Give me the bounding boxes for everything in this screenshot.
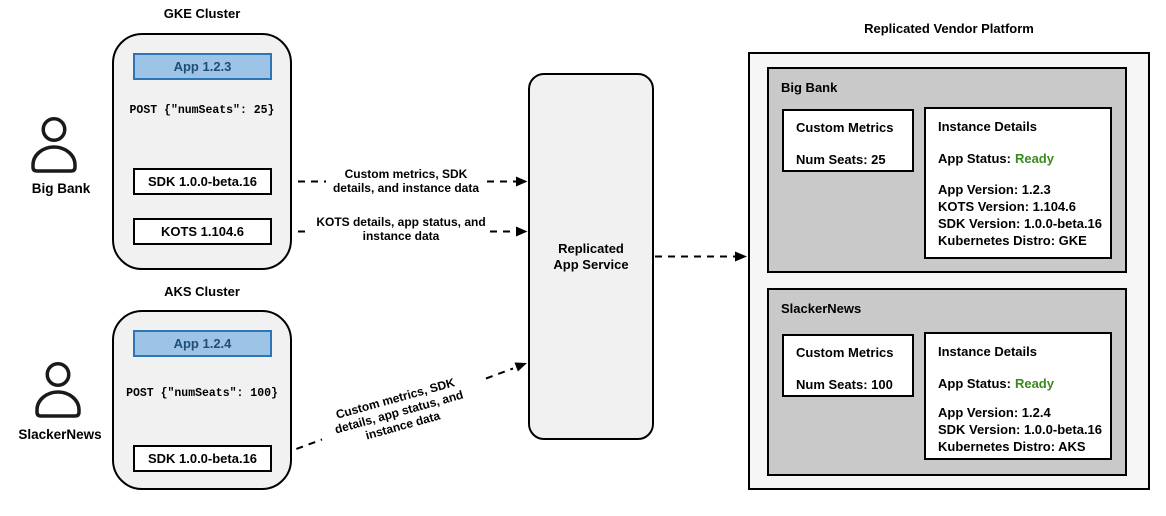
app-status-value: Ready <box>1014 376 1054 391</box>
slackernews-instance-details-card: Instance Details App Status:Ready App Ve… <box>924 332 1112 460</box>
tenant-name-big-bank: Big Bank <box>781 80 838 95</box>
custom-metrics-title: Custom Metrics <box>796 345 894 360</box>
gke-sdk-box: SDK 1.0.0-beta.16 <box>133 168 272 195</box>
flow2-label: KOTS details, app status, and instance d… <box>316 215 486 243</box>
big-bank-user-icon <box>28 117 80 173</box>
flow3-arrowhead <box>514 362 527 372</box>
instance-details-title: Instance Details <box>938 119 1037 134</box>
gke-post-request: POST {"numSeats": 25} <box>129 104 275 117</box>
field-kubernetes-distro: Kubernetes Distro: GKE <box>938 233 1087 248</box>
field-app-version: App Version: 1.2.3 <box>938 182 1051 197</box>
aks-post-request: POST {"numSeats": 100} <box>126 387 278 400</box>
instance-fields: App Version: 1.2.3 KOTS Version: 1.104.6… <box>938 181 1102 249</box>
tenant-name-slackernews: SlackerNews <box>781 301 862 316</box>
replicated-app-service-box: Replicated App Service <box>528 73 654 440</box>
app-status-line: App Status:Ready <box>938 376 1054 391</box>
flow1-arrowhead <box>516 176 528 187</box>
big-bank-instance-details-card: Instance Details App Status:Ready App Ve… <box>924 107 1112 259</box>
custom-metrics-title: Custom Metrics <box>796 120 894 135</box>
replicated-app-service-label: Replicated App Service <box>553 240 629 272</box>
field-kubernetes-distro: Kubernetes Distro: AKS <box>938 439 1086 454</box>
gke-app-box: App 1.2.3 <box>133 53 272 80</box>
app-status-label: App Status: <box>938 376 1011 391</box>
field-app-version: App Version: 1.2.4 <box>938 405 1051 420</box>
flow3-label: Custom metrics, SDK details, app status,… <box>333 375 465 443</box>
field-sdk-version: SDK Version: 1.0.0-beta.16 <box>938 216 1103 231</box>
slackernews-custom-metrics-card: Custom Metrics Num Seats: 100 <box>782 334 914 397</box>
tenant-panel-big-bank: Big Bank Custom Metrics Num Seats: 25 In… <box>767 67 1127 273</box>
app-status-value: Ready <box>1014 151 1054 166</box>
aks-cluster-title: AKS Cluster <box>164 284 240 299</box>
num-seats-value: Num Seats: 100 <box>796 377 893 392</box>
flow3-dash-right <box>485 367 514 380</box>
field-sdk-version: SDK Version: 1.0.0-beta.16 <box>938 422 1103 437</box>
field-kots-version: KOTS Version: 1.104.6 <box>938 199 1077 214</box>
slackernews-user-icon <box>32 362 84 418</box>
instance-details-title: Instance Details <box>938 344 1037 359</box>
instance-fields: App Version: 1.2.4 SDK Version: 1.0.0-be… <box>938 404 1102 455</box>
tenant-panel-slackernews: SlackerNews Custom Metrics Num Seats: 10… <box>767 288 1127 476</box>
app-status-label: App Status: <box>938 151 1011 166</box>
actor-label-big-bank: Big Bank <box>31 181 91 196</box>
gke-kots-box: KOTS 1.104.6 <box>133 218 272 245</box>
aks-sdk-box: SDK 1.0.0-beta.16 <box>133 445 272 472</box>
actor-label-slackernews: SlackerNews <box>18 427 102 442</box>
vendor-platform-title: Replicated Vendor Platform <box>864 21 1034 36</box>
big-bank-custom-metrics-card: Custom Metrics Num Seats: 25 <box>782 109 914 172</box>
num-seats-value: Num Seats: 25 <box>796 152 886 167</box>
gke-cluster-title: GKE Cluster <box>163 6 241 21</box>
flow1-label: Custom metrics, SDK details, and instanc… <box>332 167 480 195</box>
flow2-arrowhead <box>516 226 528 237</box>
service-to-platform-arrowhead <box>735 251 747 262</box>
aks-app-box: App 1.2.4 <box>133 330 272 357</box>
app-status-line: App Status:Ready <box>938 151 1054 166</box>
